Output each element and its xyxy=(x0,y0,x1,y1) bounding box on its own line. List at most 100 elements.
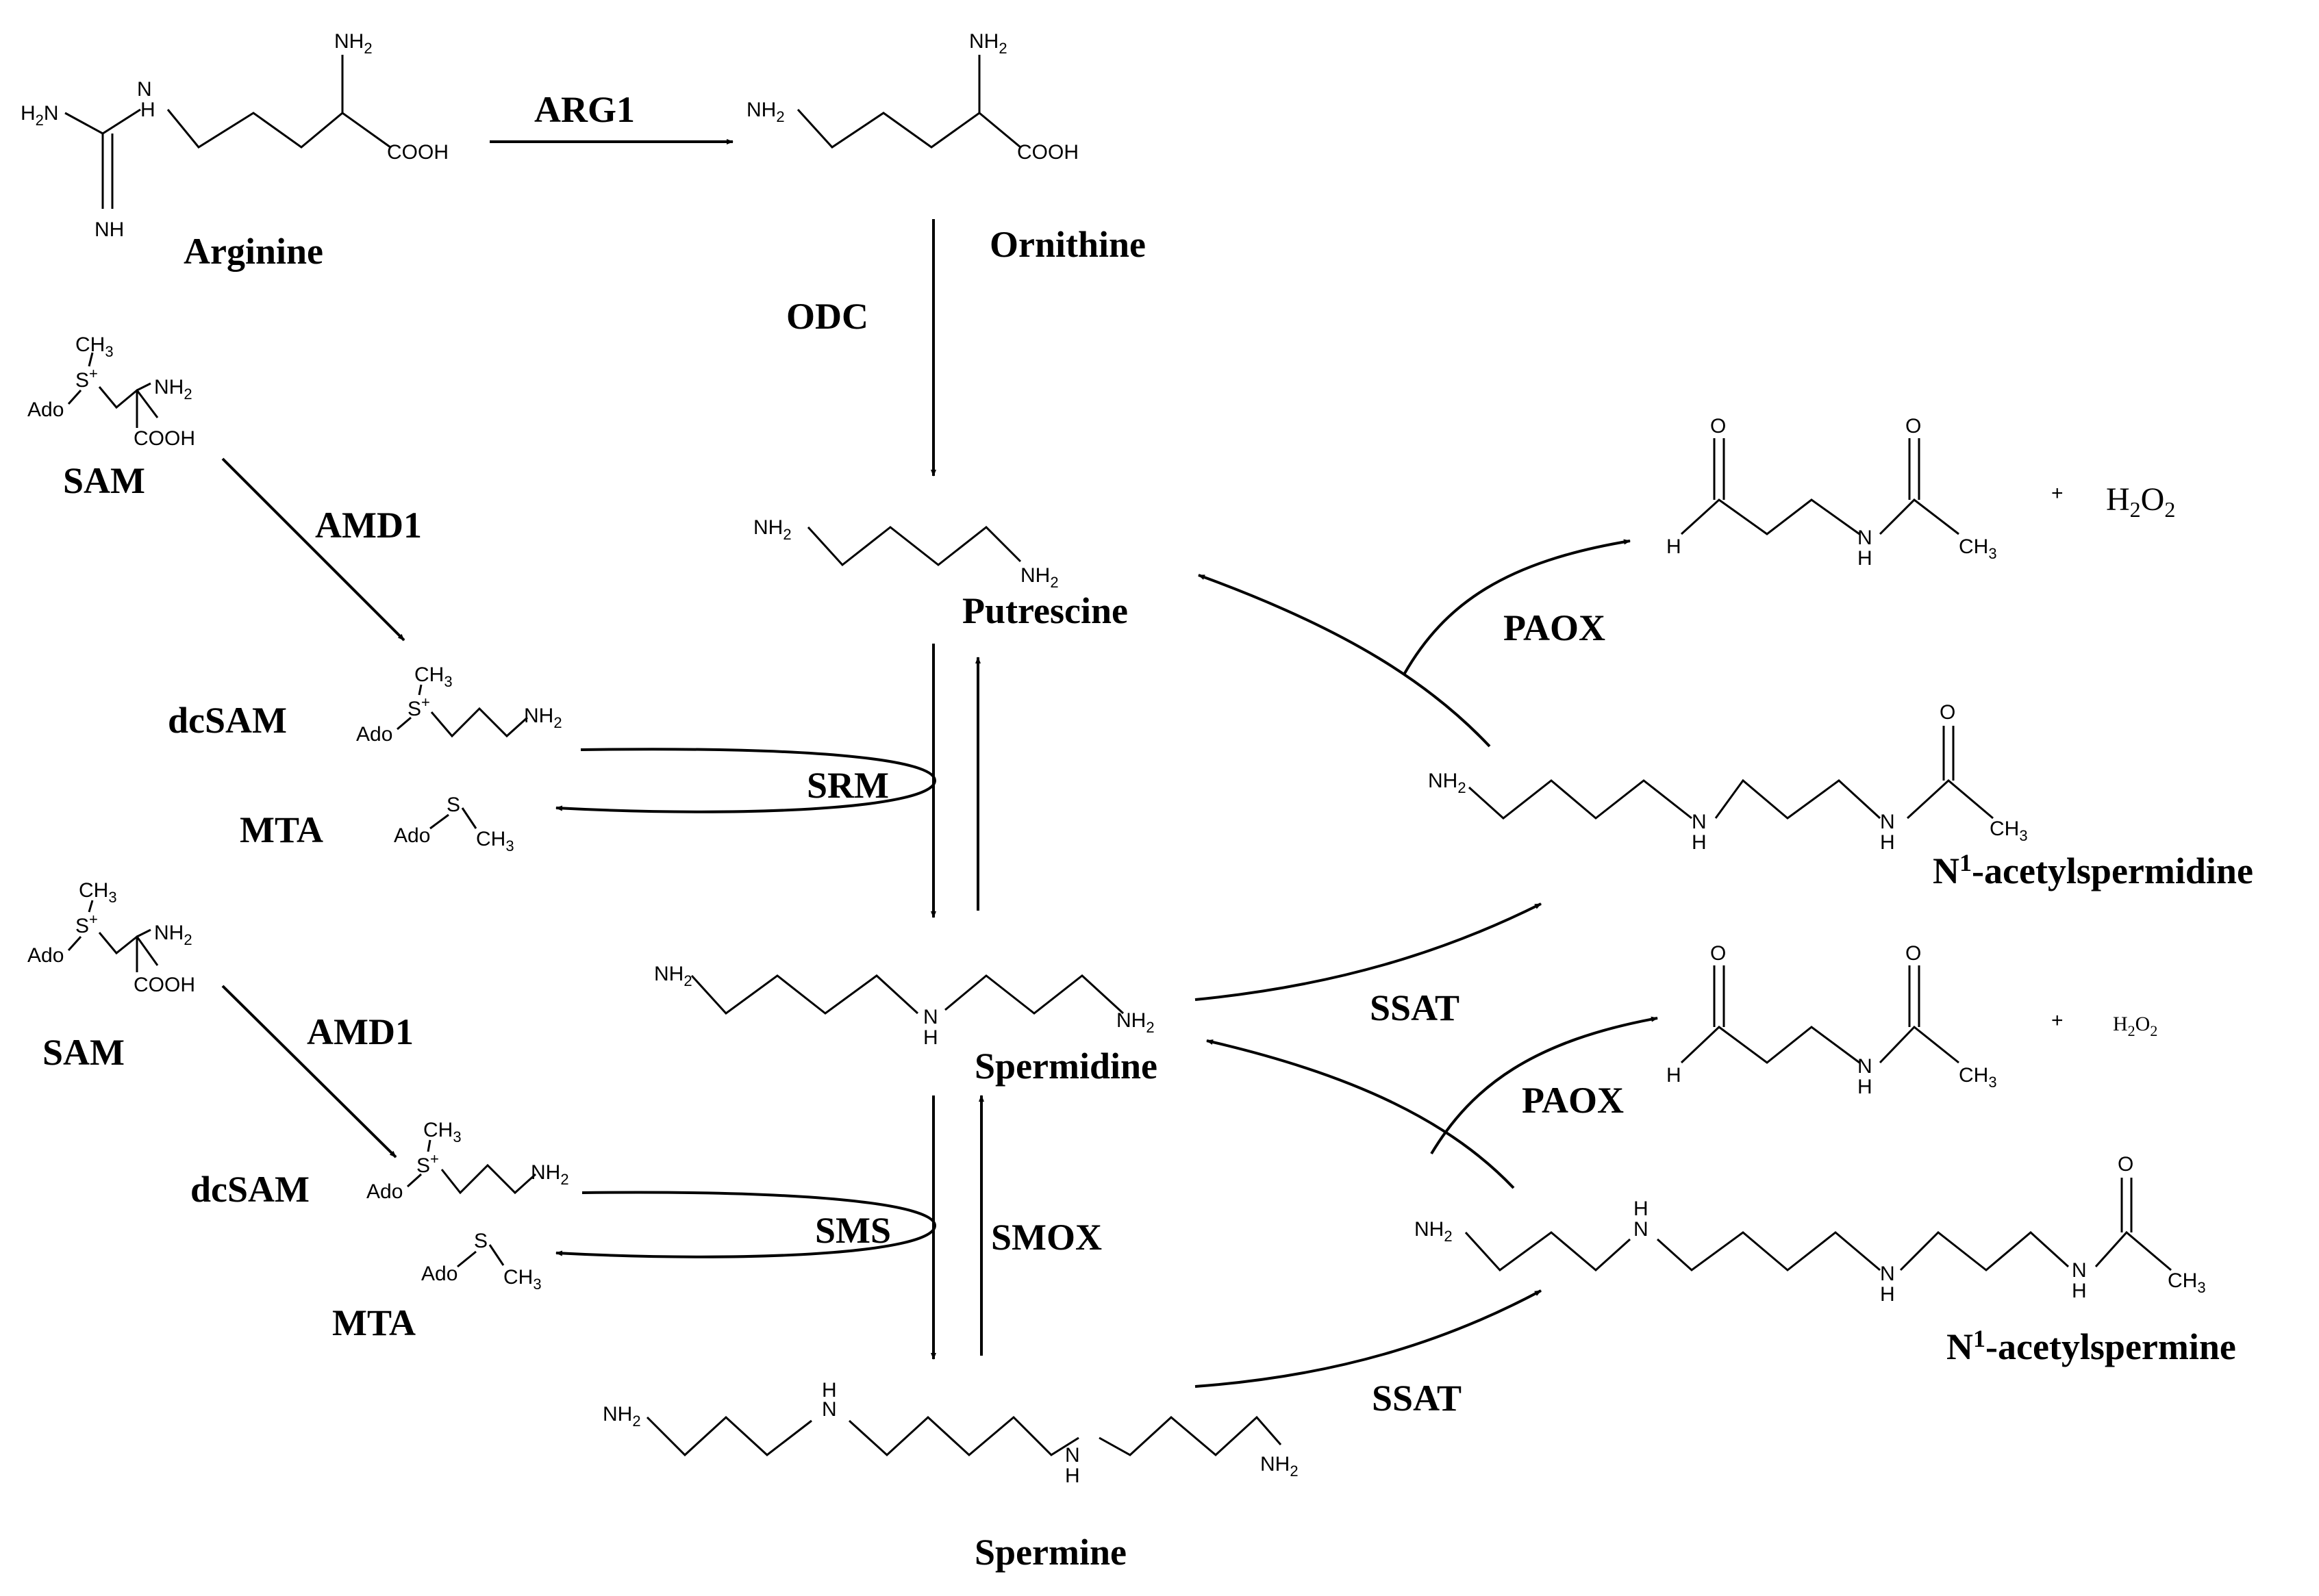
atom-s: S+ xyxy=(416,1150,439,1177)
atom-ch3: CH3 xyxy=(75,333,114,360)
label-arginine: Arginine xyxy=(184,231,323,272)
ornithine-structure: NH2 NH2 COOH xyxy=(747,30,1079,164)
atom-nh2: NH2 xyxy=(603,1403,641,1430)
atom-ado: Ado xyxy=(356,723,392,746)
aldehyde-product-1: H O N H O CH3 xyxy=(1666,415,1997,570)
enzyme-ssat-2: SSAT xyxy=(1372,1378,1462,1419)
arginine-structure: H2N H N NH NH2 COOH xyxy=(21,30,449,241)
atom-h: H xyxy=(1880,1283,1895,1306)
atom-nh2: NH2 xyxy=(1428,770,1466,796)
atom-ado: Ado xyxy=(421,1263,457,1285)
atom-s: S+ xyxy=(75,365,98,392)
atom-nh2: NH2 xyxy=(1260,1453,1299,1480)
atom-h: H xyxy=(1692,831,1707,854)
atom-n: N xyxy=(923,1006,938,1028)
atom-ado: Ado xyxy=(394,824,430,847)
atom-h2n: H2N xyxy=(21,102,59,129)
atom-s: S xyxy=(447,794,460,816)
atom-ch3: CH3 xyxy=(1990,818,2028,844)
atom-h: H xyxy=(822,1379,837,1402)
spermine-structure: NH2 H N N H NH2 xyxy=(603,1379,1299,1487)
acetylspermidine-structure: NH2 N H N H O CH3 xyxy=(1428,701,2028,854)
atom-nh2: NH2 xyxy=(531,1161,569,1188)
dcsam-structure-2: Ado S+ CH3 NH2 xyxy=(366,1119,569,1203)
atom-ch3: CH3 xyxy=(423,1119,462,1145)
atom-cooh: COOH xyxy=(134,427,195,450)
atom-ado: Ado xyxy=(366,1180,403,1203)
acetylspermine-structure: NH2 H N N H N H O CH3 xyxy=(1414,1153,2206,1306)
atom-h: H xyxy=(1666,1064,1681,1087)
putrescine-structure: NH2 NH2 xyxy=(753,516,1059,591)
atom-n: N xyxy=(1692,811,1707,833)
h2o2-1: H2O2 xyxy=(2106,481,2175,522)
atom-n: N xyxy=(1633,1218,1649,1241)
atom-n: N xyxy=(822,1398,837,1421)
atom-cooh: COOH xyxy=(387,141,449,164)
aldehyde-product-2: H O N H O CH3 xyxy=(1666,942,1997,1098)
atom-nh2: NH2 xyxy=(969,30,1007,57)
atom-h: H xyxy=(1666,535,1681,558)
label-acetylspermine: N1-acetylspermine xyxy=(1946,1325,2236,1367)
atom-n: N xyxy=(1857,1055,1872,1078)
atom-o: O xyxy=(2118,1153,2133,1176)
atom-h: H xyxy=(1857,1076,1872,1098)
enzyme-amd1-2: AMD1 xyxy=(307,1011,414,1052)
enzyme-amd1-1: AMD1 xyxy=(315,505,422,546)
atom-h: H xyxy=(1065,1465,1080,1487)
label-dcsam-2: dcSAM xyxy=(190,1169,310,1210)
enzyme-sms: SMS xyxy=(815,1210,891,1251)
atom-n: N xyxy=(1857,527,1872,549)
atom-ch3: CH3 xyxy=(2168,1269,2206,1296)
atom-h: H xyxy=(1880,831,1895,854)
label-sam-1: SAM xyxy=(63,460,145,501)
atom-o: O xyxy=(1905,942,1921,965)
atom-n: N xyxy=(1880,811,1895,833)
dcsam-structure-1: Ado S+ CH3 NH2 xyxy=(356,663,562,746)
label-ornithine: Ornithine xyxy=(990,224,1146,265)
atom-nh2: NH2 xyxy=(154,922,192,948)
arrow-ssat-2 xyxy=(1194,1289,1542,1388)
atom-ch3: CH3 xyxy=(476,828,514,854)
atom-h: H xyxy=(923,1026,938,1049)
arrow-amd1-2 xyxy=(221,985,397,1158)
enzyme-srm: SRM xyxy=(807,765,889,806)
atom-h: H xyxy=(1857,547,1872,570)
atom-o: O xyxy=(1710,942,1726,965)
atom-nh2: NH2 xyxy=(1414,1218,1453,1245)
atom-n: N xyxy=(1880,1263,1895,1285)
arrow-paox-1-product xyxy=(1403,539,1631,675)
atom-ch3: CH3 xyxy=(79,879,117,906)
atom-ch3: CH3 xyxy=(414,663,453,690)
atom-s: S+ xyxy=(75,911,98,937)
mta-structure-2: Ado S CH3 xyxy=(421,1230,542,1293)
atom-nh2: NH2 xyxy=(334,30,373,57)
sam-structure-2: Ado S+ CH3 NH2 COOH xyxy=(27,879,195,996)
atom-nh: H xyxy=(140,99,155,121)
atom-ado: Ado xyxy=(27,398,64,421)
atom-n: N xyxy=(2072,1259,2087,1282)
label-acetylspermidine: N1-acetylspermidine xyxy=(1933,849,2253,891)
arrow-amd1-1 xyxy=(221,457,405,642)
atom-nh-imine: NH xyxy=(95,218,124,241)
atom-ch3: CH3 xyxy=(1959,1064,1997,1091)
atom-nh2: NH2 xyxy=(154,376,192,403)
plus-sign-2: + xyxy=(2051,1009,2064,1032)
plus-sign-1: + xyxy=(2051,482,2064,505)
arrow-ssat-1 xyxy=(1194,902,1542,1001)
atom-n: N xyxy=(137,78,152,101)
enzyme-arg1: ARG1 xyxy=(534,89,635,130)
label-mta-2: MTA xyxy=(332,1302,416,1343)
label-sam-2: SAM xyxy=(42,1032,125,1073)
arrow-srm-loop xyxy=(555,748,937,813)
atom-n: N xyxy=(1065,1444,1080,1467)
spermidine-structure: NH2 N H NH2 xyxy=(654,963,1155,1049)
enzyme-smox: SMOX xyxy=(991,1217,1102,1258)
atom-ch3: CH3 xyxy=(503,1266,542,1293)
enzyme-paox-2: PAOX xyxy=(1522,1080,1624,1121)
atom-h: H xyxy=(1633,1198,1649,1220)
label-spermine: Spermine xyxy=(975,1532,1127,1573)
label-putrescine: Putrescine xyxy=(962,590,1128,631)
enzyme-odc: ODC xyxy=(786,296,868,337)
atom-nh2: NH2 xyxy=(654,963,692,989)
